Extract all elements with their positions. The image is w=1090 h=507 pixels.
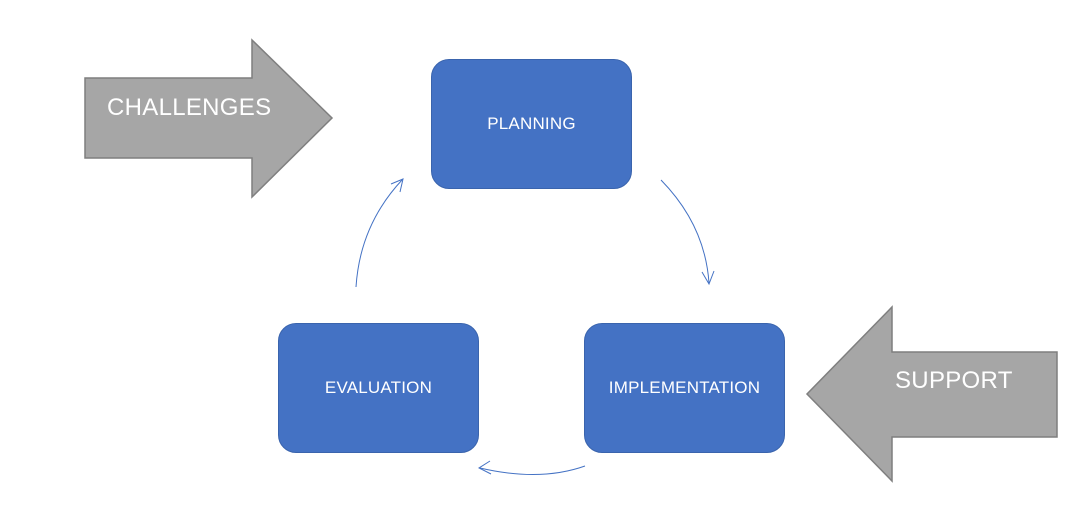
connector-planning-to-implementation bbox=[660, 179, 710, 284]
support-label: SUPPORT bbox=[895, 367, 1013, 394]
evaluation-node: EVALUATION bbox=[278, 323, 479, 453]
evaluation-label: EVALUATION bbox=[324, 378, 433, 397]
challenges-block-arrow bbox=[84, 38, 334, 199]
connector-arrowhead-evaluation bbox=[477, 460, 492, 475]
challenges-label: CHALLENGES bbox=[107, 94, 272, 121]
support-block-arrow bbox=[805, 305, 1058, 483]
implementation-label: IMPLEMENTATION bbox=[608, 378, 761, 397]
connector-evaluation-to-planning bbox=[355, 179, 403, 288]
planning-label: PLANNING bbox=[487, 114, 576, 133]
connector-arrowhead-planning bbox=[390, 178, 404, 193]
connector-implementation-to-evaluation bbox=[479, 465, 586, 476]
planning-node: PLANNING bbox=[431, 59, 632, 189]
implementation-node: IMPLEMENTATION bbox=[584, 323, 785, 453]
connector-arrowhead-implementation bbox=[701, 270, 715, 286]
